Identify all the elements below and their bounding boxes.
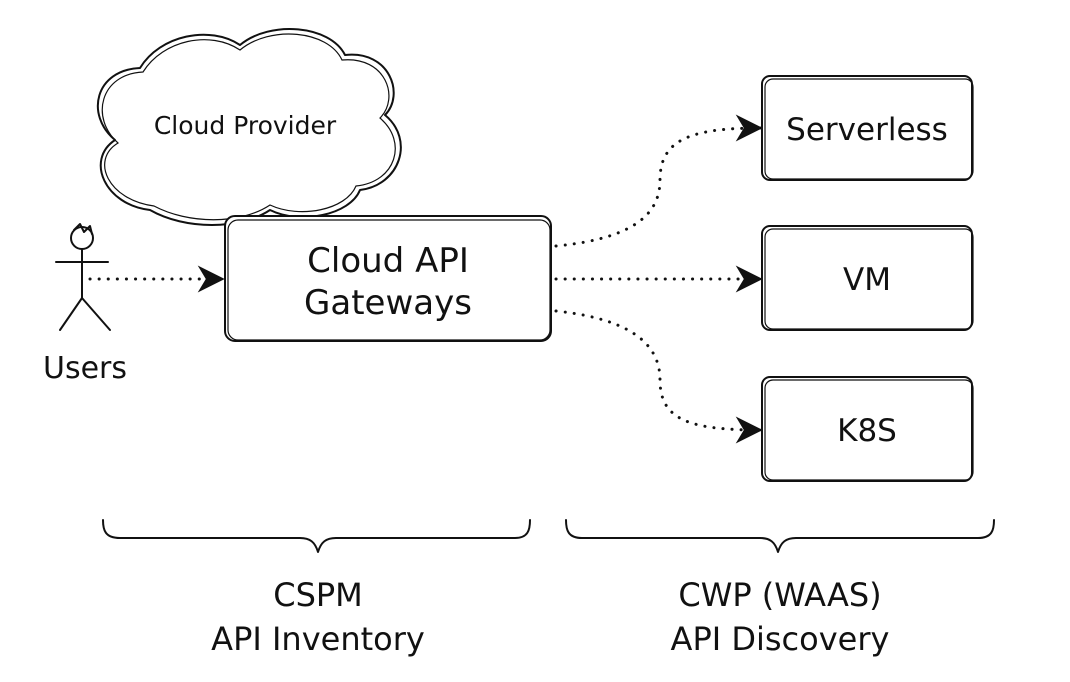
k8s-box: K8S <box>761 376 974 482</box>
cloud-api-gateways-box: Cloud API Gateways <box>224 215 552 342</box>
cwp-brace <box>565 519 995 553</box>
gateway-label-line2: Gateways <box>304 283 472 323</box>
vm-label: VM <box>843 262 891 298</box>
cspm-label-line1: CSPM <box>273 576 363 614</box>
k8s-label: K8S <box>837 413 897 449</box>
user-figure-icon <box>55 223 111 331</box>
users-label: Users <box>43 351 127 386</box>
cwp-group-label: CWP (WAAS) API Discovery <box>671 576 890 658</box>
cspm-brace <box>102 519 531 553</box>
serverless-label: Serverless <box>786 112 948 148</box>
vm-box: VM <box>761 225 974 331</box>
cwp-label-line2: API Discovery <box>671 620 890 658</box>
serverless-box: Serverless <box>761 75 974 181</box>
cspm-group-label: CSPM API Inventory <box>211 576 425 658</box>
arrow-gateway-to-k8s <box>554 309 763 444</box>
cloud-provider-shape: Cloud Provider <box>96 28 402 226</box>
gateway-label-line1: Cloud API <box>307 241 469 281</box>
cwp-label-line1: CWP (WAAS) <box>678 576 881 614</box>
cspm-label-line2: API Inventory <box>211 620 425 658</box>
arrow-gateway-to-serverless <box>554 114 763 248</box>
cloud-provider-label: Cloud Provider <box>154 111 337 140</box>
users-actor: Users <box>43 223 127 386</box>
